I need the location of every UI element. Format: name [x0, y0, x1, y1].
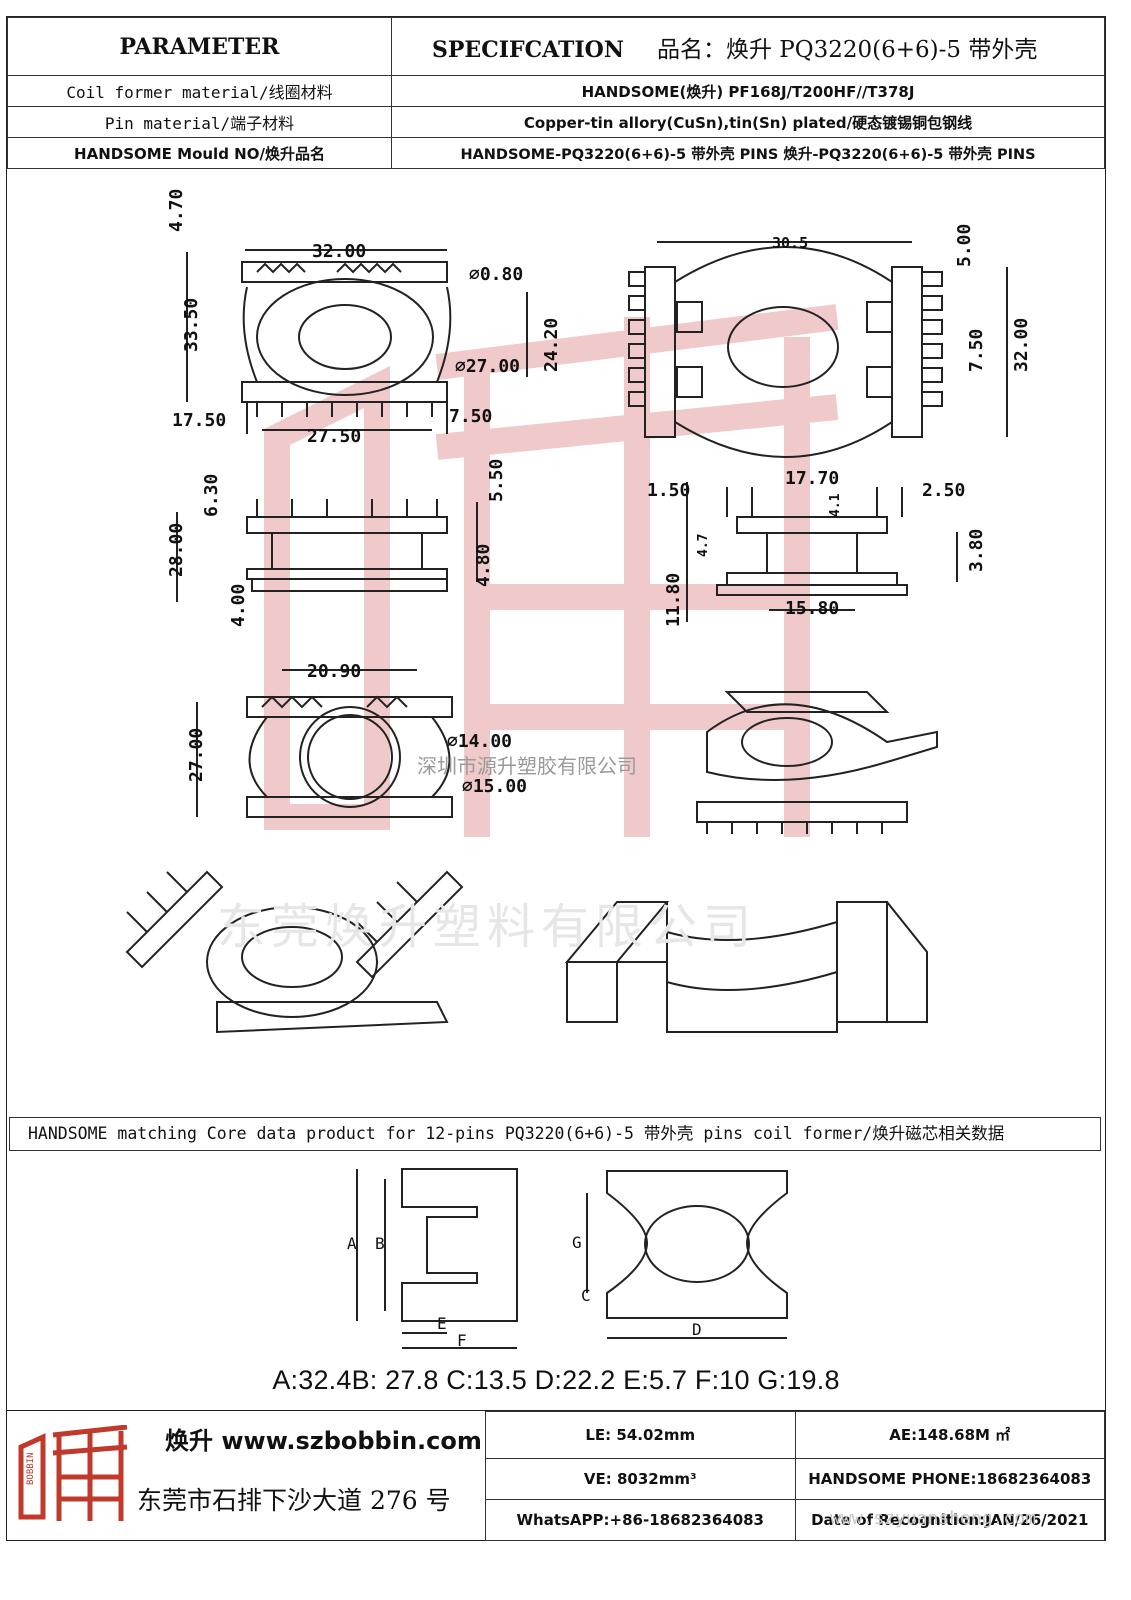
footer-table: LE: 54.02mm AE:148.68M ㎡ VE: 8032mm³ HAN…	[485, 1411, 1105, 1542]
core-drawings: A B E F G C D	[347, 1168, 788, 1350]
dim-7-50: 7.50	[449, 406, 492, 427]
parameter-title: PARAMETER	[7, 17, 392, 76]
top-view-drawing	[186, 249, 528, 434]
footer-brand: 焕升 www.szbobbin.com	[165, 1427, 482, 1455]
product-name: 品名：焕升 PQ3220(6+6)-5 带外壳	[656, 36, 1038, 63]
dim-4-1: 4.1	[828, 493, 843, 517]
core-label-g: G	[572, 1233, 582, 1252]
ve-value: VE: 8032mm³	[485, 1457, 796, 1500]
core-top-shape	[606, 1170, 788, 1319]
dim-2-50: 2.50	[922, 480, 965, 501]
dim-24-20: 24.20	[541, 318, 562, 372]
bobbin-drawings: 32.00 4.70 ⌀0.80 33.50 ⌀27.00 24.20 17.5…	[125, 189, 1032, 1034]
watermark-company-1: 深圳市源升塑胶有限公司	[417, 754, 637, 778]
spec-title: SPECIFCATION	[432, 36, 624, 63]
dim-1-50: 1.50	[647, 480, 690, 501]
dimension-labels: 32.00 4.70 ⌀0.80 33.50 ⌀27.00 24.20 17.5…	[166, 189, 1032, 797]
spec-header-table: PARAMETER SPECIFCATION 品名：焕升 PQ3220(6+6)…	[7, 17, 1105, 169]
core-data-title: HANDSOME matching Core data product for …	[9, 1117, 1101, 1151]
dim-5-00: 5.00	[954, 224, 975, 267]
dim-dia-27: ⌀27.00	[455, 356, 520, 377]
dim-6-30: 6.30	[201, 474, 222, 517]
whatsapp: WhatsAPP:+86-18682364083	[485, 1498, 796, 1542]
coil-material-label: Coil former material/线圈材料	[7, 75, 392, 107]
core-label-e: E	[437, 1314, 447, 1333]
dim-27-00: 27.00	[186, 728, 207, 782]
core-values: A:32.4B: 27.8 C:13.5 D:22.2 E:5.7 F:10 G…	[272, 1365, 840, 1395]
ae-value: AE:148.68M ㎡	[794, 1411, 1105, 1459]
dim-7-50-r: 7.50	[966, 329, 987, 372]
dim-4-80: 4.80	[473, 544, 494, 587]
core-label-a: A	[347, 1234, 357, 1253]
dim-4-00: 4.00	[228, 584, 249, 627]
dim-33-50: 33.50	[181, 298, 202, 352]
phone: HANDSOME PHONE:18682364083	[794, 1457, 1105, 1500]
dim-3-80: 3.80	[966, 529, 987, 572]
dim-32-00: 32.00	[312, 241, 366, 262]
dim-dia-0-80: ⌀0.80	[469, 264, 523, 285]
spec-sheet: PARAMETER SPECIFCATION 品名：焕升 PQ3220(6+6)…	[6, 16, 1106, 1542]
dim-17-70: 17.70	[785, 468, 839, 489]
recognition-date: Date of Recognition:JAN/26/2021	[794, 1498, 1105, 1542]
pin-material-value: Copper-tin allory(CuSn),tin(Sn) plated/硬…	[391, 106, 1105, 138]
watermark-site: www.szyuansheng.com	[830, 1508, 1036, 1529]
front-view-drawing	[176, 499, 478, 602]
dim-32-00-r: 32.00	[1011, 318, 1032, 372]
dim-dia-15: ⌀15.00	[462, 776, 527, 797]
dim-28-00: 28.00	[166, 523, 187, 577]
footer: BOBBIN 焕升 www.szbobbin.com 东莞市石排下沙大道 276…	[7, 1410, 1105, 1542]
le-value: LE: 54.02mm	[485, 1411, 796, 1459]
isometric-bobbin-drawing	[696, 691, 938, 834]
mould-no-label: HANDSOME Mould NO/焕升品名	[7, 137, 392, 169]
core-label-d: D	[692, 1320, 702, 1339]
dim-dia-14: ⌀14.00	[447, 731, 512, 752]
watermark-company-2: 东莞焕升塑料有限公司	[217, 899, 758, 955]
dim-20-90: 20.90	[307, 661, 361, 682]
dim-27-50: 27.50	[307, 426, 361, 447]
dim-4-70: 4.70	[166, 189, 187, 232]
bobbin-logo: BOBBIN	[18, 1425, 128, 1521]
dim-5-50: 5.50	[486, 459, 507, 502]
dim-17-50: 17.50	[172, 410, 226, 431]
core-label-c: C	[581, 1286, 591, 1305]
dim-4-7: 4.7	[696, 534, 711, 557]
footer-address: 东莞市石排下沙大道 276 号	[137, 1486, 451, 1515]
coil-material-value: HANDSOME(焕升) PF168J/T200HF//T378J	[391, 75, 1105, 107]
side-view-drawing	[628, 241, 1008, 458]
dim-30-5: 30.5	[772, 234, 808, 252]
core-label-f: F	[457, 1331, 467, 1350]
core-labels: A B E F G C D	[347, 1233, 702, 1350]
outer-shell-drawing	[564, 901, 928, 1033]
pin-material-label: Pin material/端子材料	[7, 106, 392, 138]
logo-text: BOBBIN	[26, 1452, 36, 1485]
mould-no-value: HANDSOME-PQ3220(6+6)-5 带外壳 PINS 焕升-PQ322…	[391, 137, 1105, 169]
core-e-shape	[401, 1168, 518, 1322]
spec-title-cell: SPECIFCATION 品名：焕升 PQ3220(6+6)-5 带外壳	[391, 17, 1105, 76]
bottom-view-drawing	[196, 669, 453, 818]
core-label-b: B	[375, 1234, 385, 1253]
dim-15-80: 15.80	[785, 598, 839, 619]
isometric-pins-drawing	[125, 870, 464, 1034]
dim-11-80: 11.80	[663, 573, 684, 627]
side-elevation-drawing	[686, 482, 958, 622]
